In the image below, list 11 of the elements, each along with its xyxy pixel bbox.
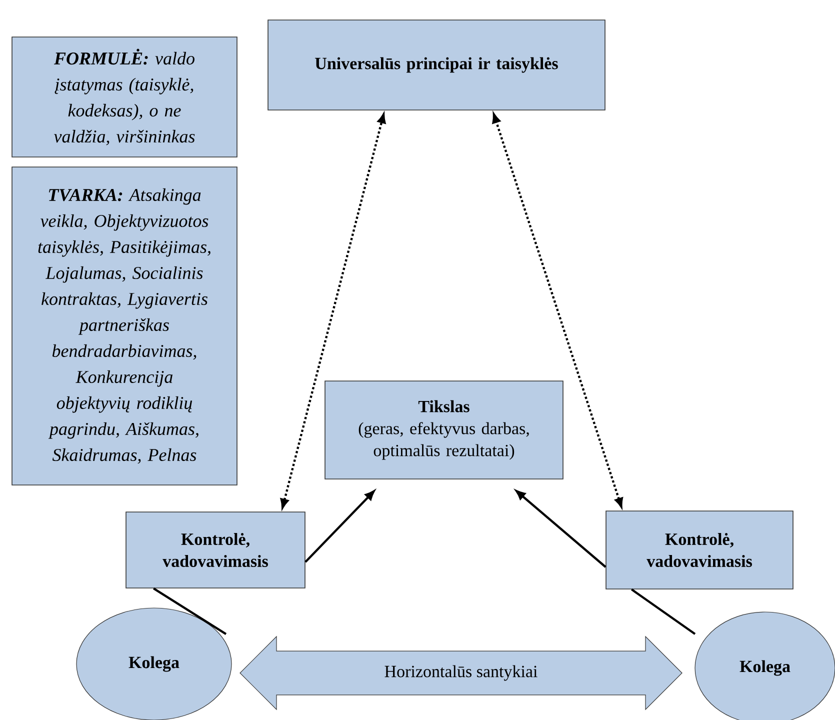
control-box: Kontrolė, vadovavimasis [606,510,794,590]
goal-box: Tikslas (geras, efektyvus darbas, optimalūs rezultatai) [324,380,564,480]
dotted-arrow [280,114,386,508]
arrow [516,490,606,568]
note-box: TVARKA: Atsakinga veikla, Objektyvizuotos taisyklės, Pasitikėjimas, Lojalumas, Socialinis kontraktas, Lygiavertis partneriškas bendradarbiavimas, Konkurencija objektyvių rodiklių pagrindu, Aiškumas, Skaidrumas, Pelnas [12,166,238,486]
control-box: Kontrolė, vadovavimasis [126,512,306,588]
note-box: FORMULĖ: valdo įstatymas (taisyklė, kodeksas), o ne valdžia, viršininkas [12,36,238,158]
connector-line [630,588,696,635]
arrow [304,490,375,563]
connector-line [153,587,227,635]
principles-box: Universalūs principai ir taisyklės [268,20,606,110]
